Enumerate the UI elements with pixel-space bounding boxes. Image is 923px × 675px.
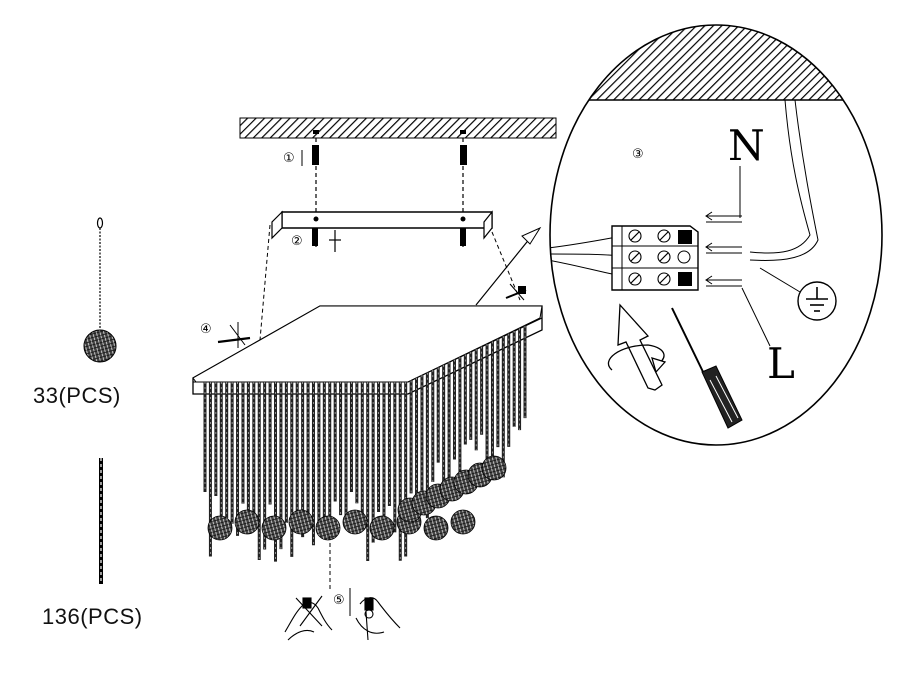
crystal-ball bbox=[207, 515, 233, 541]
crystal-ball bbox=[481, 455, 507, 481]
screwdriver-icon bbox=[671, 307, 743, 429]
terminal-block bbox=[611, 225, 699, 291]
crystal-ball bbox=[288, 509, 314, 535]
neutral-label: N bbox=[728, 121, 765, 170]
crystal-ball bbox=[342, 509, 368, 535]
step-4-label: ④ bbox=[200, 322, 212, 337]
hand-installing-crystal-icon-right bbox=[355, 597, 401, 641]
chandelier bbox=[192, 305, 543, 562]
crystal-ball bbox=[261, 515, 287, 541]
live-label: L bbox=[767, 339, 795, 388]
step-5-label: ⑤ bbox=[333, 593, 345, 608]
step-1-label: ① bbox=[283, 151, 295, 166]
ground-symbol-icon bbox=[759, 267, 837, 321]
detail-pointer-arrow bbox=[475, 231, 536, 306]
crystal-strand-quantity: 136(PCS) bbox=[42, 604, 143, 629]
crystal-ball bbox=[450, 509, 476, 535]
step-3-label: ③ bbox=[632, 147, 644, 162]
side-screw-left-icon bbox=[217, 322, 251, 348]
hand-installing-crystal-icon-left bbox=[284, 595, 333, 641]
ceiling bbox=[239, 117, 557, 139]
ceiling-anchor-left-icon bbox=[312, 130, 319, 250]
mounting-bracket bbox=[271, 210, 493, 240]
crystal-ball-quantity: 33(PCS) bbox=[33, 383, 121, 408]
crystal-ball bbox=[315, 515, 341, 541]
wiring-detail-circle: ③ bbox=[549, 24, 883, 446]
crystal-ball-pendant-icon bbox=[83, 217, 117, 363]
side-screw-right-icon bbox=[505, 283, 527, 301]
crystal-balls-group bbox=[207, 455, 507, 541]
crystal-ball bbox=[369, 515, 395, 541]
step-2-label: ② bbox=[291, 234, 303, 249]
rotate-arrow-icon bbox=[607, 303, 667, 391]
screw-icon bbox=[329, 230, 341, 252]
crystal-ball bbox=[234, 509, 260, 535]
crystal-ball bbox=[423, 515, 449, 541]
wire-insert-arrows bbox=[705, 211, 742, 287]
ceiling-anchor-right-icon bbox=[460, 130, 467, 250]
